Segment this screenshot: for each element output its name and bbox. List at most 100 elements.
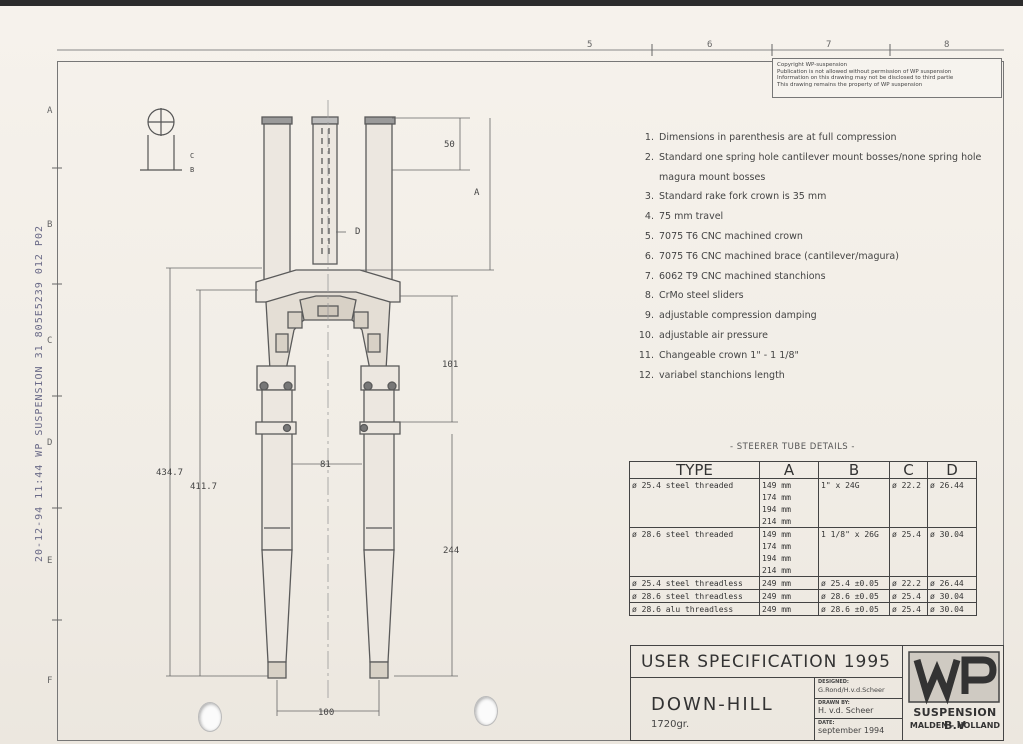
drawing-frame bbox=[57, 61, 1004, 741]
dimension-lines bbox=[166, 100, 494, 716]
cell-b bbox=[818, 564, 890, 577]
zone-left-e: E bbox=[47, 556, 53, 566]
zone-left-d: D bbox=[47, 438, 53, 448]
cell-b: 1 1/8" x 26G bbox=[818, 527, 890, 540]
right-stanchion bbox=[365, 123, 393, 285]
table-row: 174 mm bbox=[629, 540, 977, 552]
cell-c bbox=[889, 491, 928, 503]
title-block: USER SPECIFICATION 1995 DOWN-HILL 1720gr… bbox=[630, 645, 1004, 741]
steerer-tube bbox=[312, 123, 338, 265]
note-item: 3.Standard rake fork crown is 35 mm bbox=[644, 191, 827, 203]
date-cell: DATE: september 1994 bbox=[815, 719, 902, 740]
cell-b bbox=[818, 515, 890, 528]
header-type: TYPE bbox=[629, 461, 760, 479]
table-row: 214 mm bbox=[629, 515, 977, 528]
cell-b: ø 25.4 ±0.05 bbox=[818, 576, 890, 590]
left-stanchion-top-cap bbox=[261, 116, 293, 125]
cell-a: 214 mm bbox=[759, 515, 819, 528]
note-item-continuation: magura mount bosses bbox=[659, 171, 766, 183]
cell-a: 174 mm bbox=[759, 540, 819, 552]
steerer-section-detail bbox=[140, 108, 182, 171]
specification-notes: 1.Dimensions in parenthesis are at full … bbox=[638, 128, 1008, 385]
cell-a: 149 mm bbox=[759, 527, 819, 540]
note-item: 2.Standard one spring hole cantilever mo… bbox=[644, 151, 982, 163]
right-stanchion-top-cap bbox=[364, 116, 396, 125]
cell-b: ø 28.6 ±0.05 bbox=[818, 589, 890, 603]
section-label-b: B bbox=[190, 166, 195, 174]
header-d: D bbox=[927, 461, 977, 479]
header-a: A bbox=[759, 461, 819, 479]
date-label: DATE: bbox=[818, 720, 835, 727]
note-item: 12.variabel stanchions length bbox=[638, 369, 785, 381]
zone-top-5: 5 bbox=[587, 40, 593, 50]
authorship-cell: DESIGNED: G.Rond/H.v.d.Scheer DRAWN BY: … bbox=[815, 678, 903, 740]
note-item: 6.7075 T6 CNC machined brace (cantilever… bbox=[644, 250, 899, 262]
dimension-101: 101 bbox=[442, 360, 459, 370]
drawn-by: H. v.d. Scheer bbox=[818, 705, 874, 715]
copyright-line: This drawing remains the property of WP … bbox=[777, 81, 923, 88]
cell-d bbox=[927, 503, 977, 515]
cell-type bbox=[629, 540, 760, 552]
company-name: SUSPENSION B.V bbox=[913, 706, 997, 732]
cell-c: ø 25.4 bbox=[889, 589, 928, 603]
cell-a: 149 mm bbox=[759, 478, 819, 491]
dimension-434-7: 434.7 bbox=[156, 468, 184, 478]
copyright-line: Publication is not allowed without permi… bbox=[777, 68, 952, 75]
model-cell: DOWN-HILL 1720gr. bbox=[631, 678, 815, 740]
cell-a: 194 mm bbox=[759, 503, 819, 515]
cell-c bbox=[889, 503, 928, 515]
cell-c bbox=[889, 540, 928, 552]
cell-type bbox=[629, 503, 760, 515]
cell-a: 249 mm bbox=[759, 576, 819, 590]
cell-d bbox=[927, 564, 977, 577]
right-slider bbox=[363, 389, 395, 551]
table-row: 194 mm bbox=[629, 503, 977, 515]
cell-type bbox=[629, 552, 760, 564]
steerer-top-cap bbox=[311, 116, 339, 125]
drawing-date: september 1994 bbox=[818, 726, 885, 736]
model-weight: 1720gr. bbox=[651, 719, 690, 730]
header-c: C bbox=[889, 461, 928, 479]
designed-by: G.Rond/H.v.d.Scheer bbox=[818, 686, 885, 694]
cell-b bbox=[818, 552, 890, 564]
cell-d bbox=[927, 515, 977, 528]
cell-c: ø 25.4 bbox=[889, 527, 928, 540]
scan-top-edge bbox=[0, 0, 1023, 6]
cell-b: ø 28.6 ±0.05 bbox=[818, 602, 890, 616]
copyright-line: Copyright WP-suspension bbox=[777, 62, 848, 68]
table-row: 174 mm bbox=[629, 491, 977, 503]
cell-b bbox=[818, 491, 890, 503]
cell-type: ø 28.6 alu threadless bbox=[629, 602, 760, 616]
cell-a: 174 mm bbox=[759, 491, 819, 503]
cell-type: ø 28.6 steel threadless bbox=[629, 589, 760, 603]
right-dropout bbox=[369, 661, 389, 679]
cell-c: ø 22.2 bbox=[889, 478, 928, 491]
table-header-row: TYPE A B C D bbox=[629, 461, 977, 479]
header-b: B bbox=[818, 461, 890, 479]
dimension-411-7: 411.7 bbox=[190, 482, 218, 492]
cell-c bbox=[889, 564, 928, 577]
punch-hole-right bbox=[474, 696, 498, 726]
note-item: 7.6062 T9 CNC machined stanchions bbox=[644, 270, 826, 282]
note-item: 4.75 mm travel bbox=[644, 211, 724, 223]
dimension-50: 50 bbox=[444, 140, 455, 150]
cell-d: ø 30.04 bbox=[927, 589, 977, 603]
cell-b: 1" x 24G bbox=[818, 478, 890, 491]
cell-a: 214 mm bbox=[759, 564, 819, 577]
cell-type: ø 25.4 steel threaded bbox=[629, 478, 760, 491]
drawn-label: DRAWN BY: bbox=[818, 699, 850, 706]
zone-top-8: 8 bbox=[944, 40, 950, 50]
note-item: 10.adjustable air pressure bbox=[638, 329, 768, 341]
cell-a: 194 mm bbox=[759, 552, 819, 564]
cell-d bbox=[927, 491, 977, 503]
cell-b bbox=[818, 540, 890, 552]
designed-by-cell: DESIGNED: G.Rond/H.v.d.Scheer bbox=[815, 678, 902, 699]
dimension-100: 100 bbox=[318, 708, 335, 718]
cell-d bbox=[927, 540, 977, 552]
punch-hole-left bbox=[198, 702, 222, 732]
